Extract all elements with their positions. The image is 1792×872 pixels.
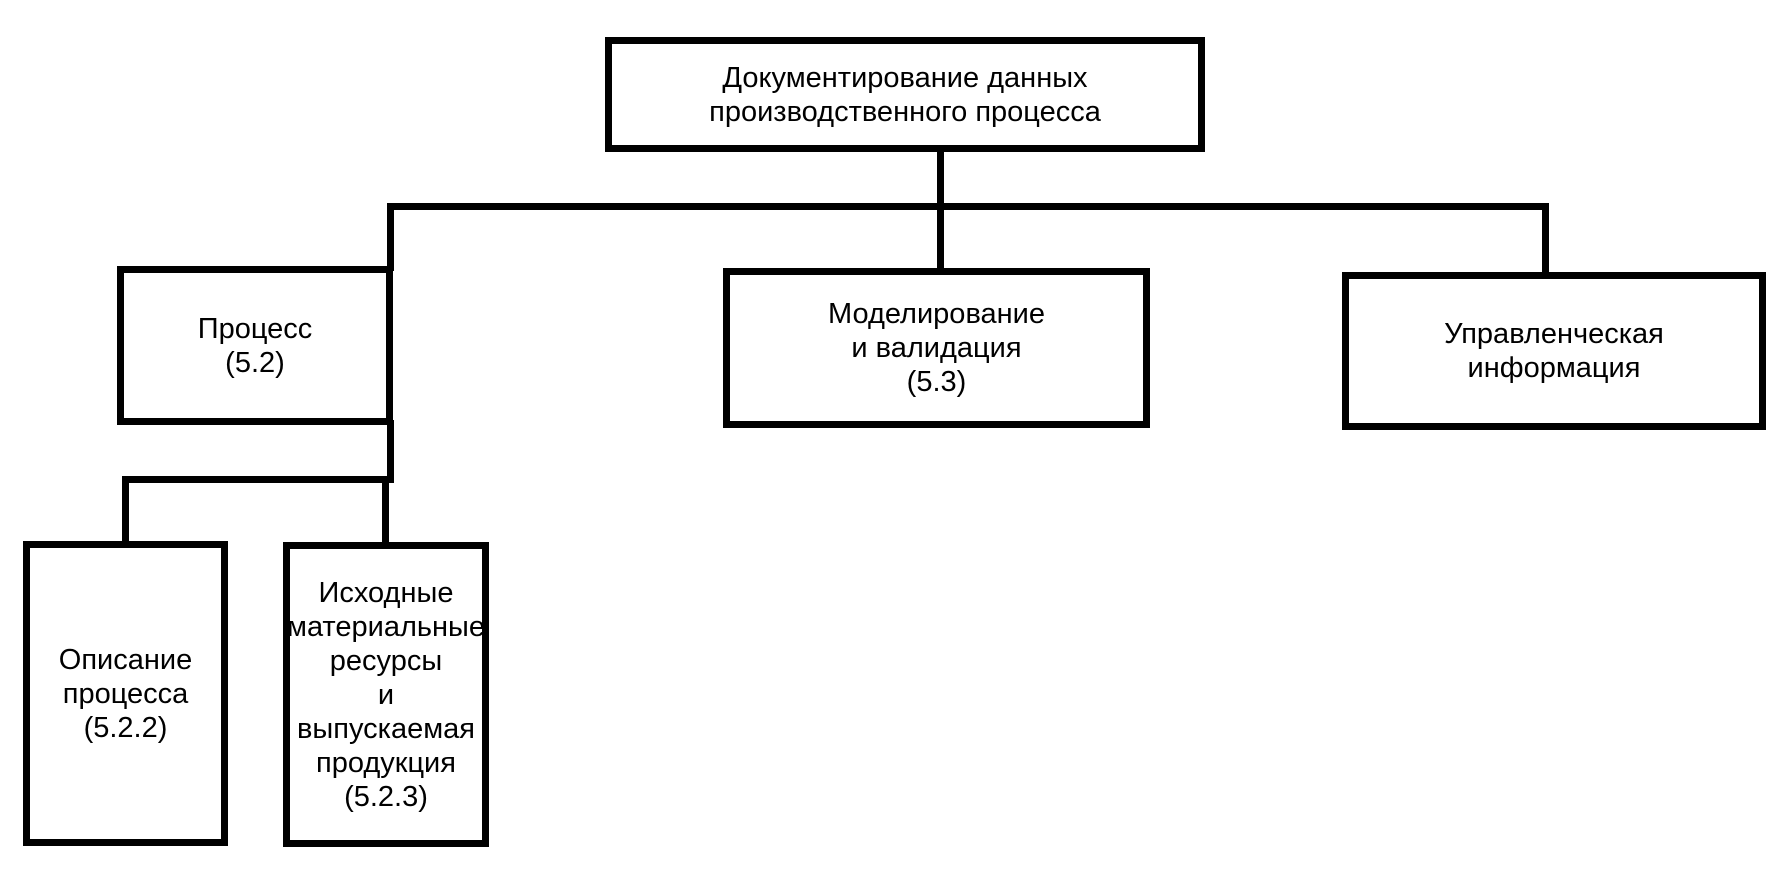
connector-to-management (1542, 203, 1549, 273)
node-process: Процесс (5.2) (117, 266, 393, 425)
connector-level1-bus (387, 203, 1549, 210)
connector-to-materials (382, 476, 389, 544)
node-modeling-label: Моделирование и валидация (5.3) (828, 298, 1045, 398)
connector-to-process-description (122, 476, 129, 544)
connector-root-down (937, 146, 944, 209)
connector-to-modeling (937, 203, 944, 273)
connector-level2-bus-right (385, 476, 394, 483)
connector-to-process (387, 203, 394, 271)
node-root: Документирование данных производственног… (605, 37, 1205, 152)
node-management-label: Управленческая информация (1444, 318, 1664, 384)
node-process-description-label: Описание процесса (5.2.2) (58, 643, 193, 744)
node-materials-label: Исходные материальные ресурсы и выпускае… (287, 576, 485, 813)
connector-level2-bus-full (122, 476, 388, 483)
node-modeling: Моделирование и валидация (5.3) (723, 268, 1150, 428)
node-root-label: Документирование данных производственног… (709, 61, 1101, 128)
node-process-description: Описание процесса (5.2.2) (23, 541, 228, 846)
node-materials: Исходные материальные ресурсы и выпускае… (283, 542, 489, 847)
connector-process-down (387, 420, 394, 482)
node-management: Управленческая информация (1342, 272, 1766, 430)
node-process-label: Процесс (5.2) (197, 312, 313, 379)
